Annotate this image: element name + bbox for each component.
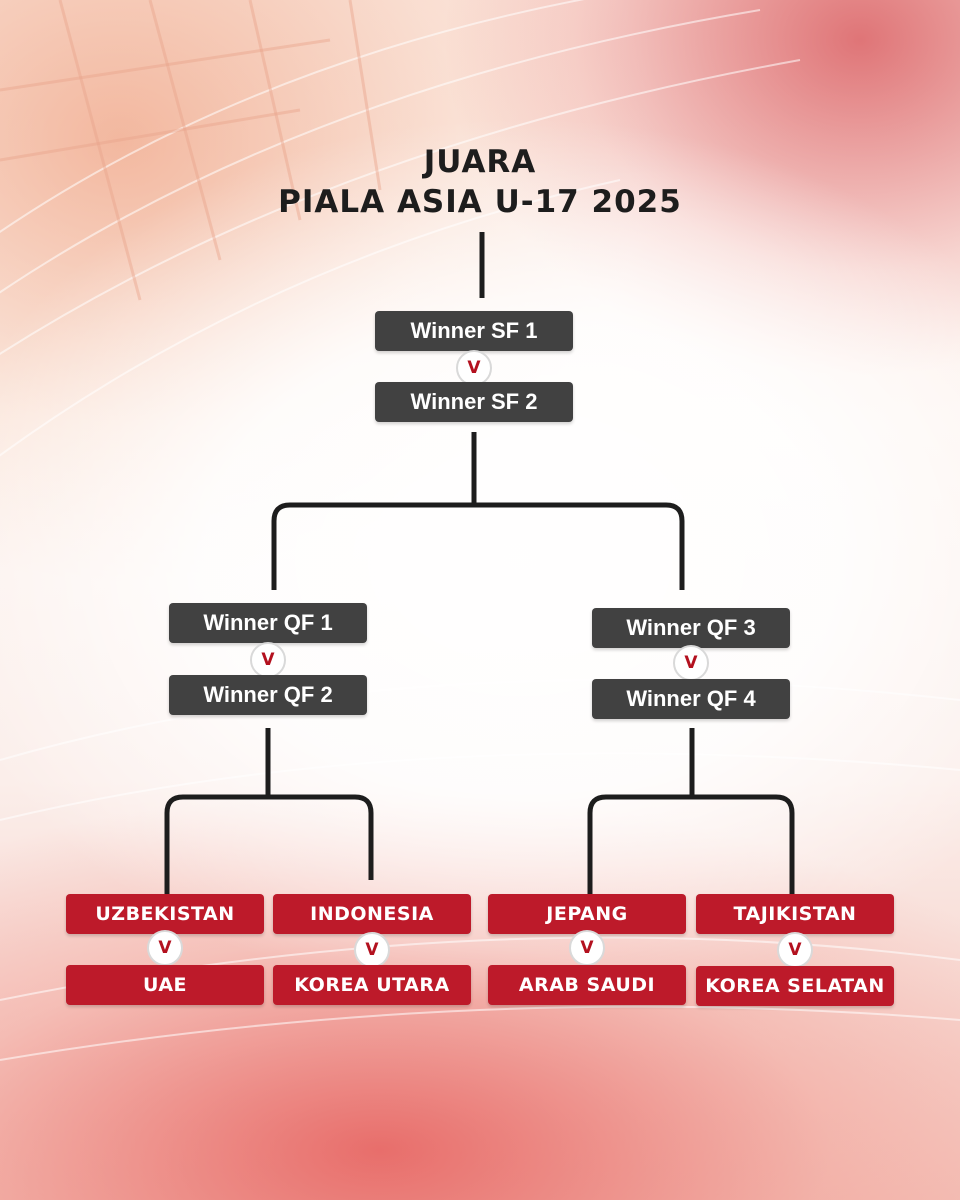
final-team-top: Winner SF 1 — [375, 311, 573, 351]
qf4-team-top: TAJIKISTAN — [696, 894, 894, 934]
qf1-team-top: UZBEKISTAN — [66, 894, 264, 934]
connector-sf1-qf — [164, 728, 374, 895]
sf1-team-top: Winner QF 1 — [169, 603, 367, 643]
title-line-1: JUARA — [423, 144, 537, 180]
sf2-team-bottom: Winner QF 4 — [592, 679, 790, 719]
final-team-bottom: Winner SF 2 — [375, 382, 573, 422]
sf2-vs-badge: V — [673, 645, 709, 681]
qf2-team-top: INDONESIA — [273, 894, 471, 934]
final-vs-badge: V — [456, 350, 492, 386]
qf3-team-bottom: ARAB SAUDI — [488, 965, 686, 1005]
qf2-team-bottom: KOREA UTARA — [273, 965, 471, 1005]
qf3-vs-badge: V — [569, 930, 605, 966]
sf1-team-bottom: Winner QF 2 — [169, 675, 367, 715]
qf1-vs-badge: V — [147, 930, 183, 966]
sf2-team-top: Winner QF 3 — [592, 608, 790, 648]
title-line-2: PIALA ASIA U-17 2025 — [278, 184, 682, 220]
qf4-vs-badge: V — [777, 932, 813, 968]
connector-final-sf — [271, 432, 685, 590]
qf2-vs-badge: V — [354, 932, 390, 968]
sf1-vs-badge: V — [250, 642, 286, 678]
qf3-team-top: JEPANG — [488, 894, 686, 934]
qf4-team-bottom: KOREA SELATAN — [696, 966, 894, 1006]
qf1-team-bottom: UAE — [66, 965, 264, 1005]
connector-sf2-qf — [587, 728, 795, 895]
